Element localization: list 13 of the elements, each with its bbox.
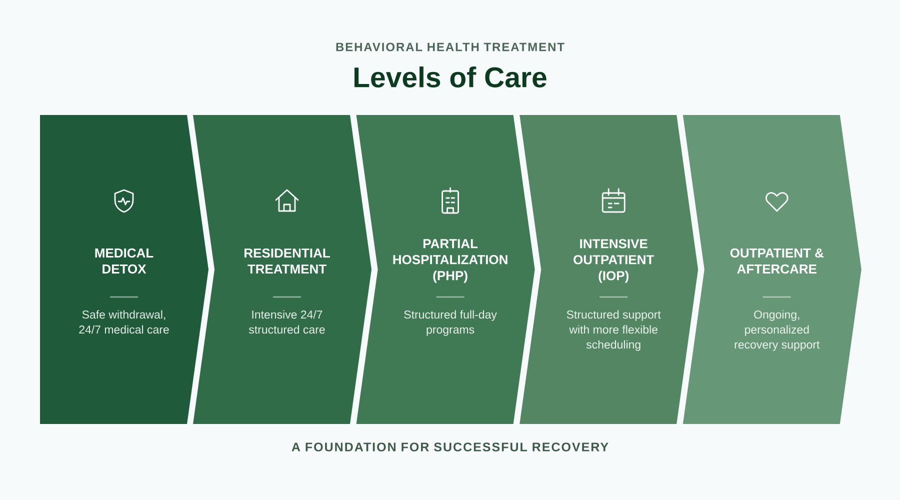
step-title: MEDICAL DETOX bbox=[95, 248, 154, 274]
step-title: PARTIAL HOSPITALIZATION (PHP) bbox=[393, 239, 508, 283]
step-description: Intensive 24/7 structured care bbox=[248, 310, 325, 334]
title: Levels of Care bbox=[354, 66, 546, 88]
step-description: Safe withdrawal, 24/7 medical care bbox=[79, 310, 169, 334]
step-title: RESIDENTIAL TREATMENT bbox=[244, 248, 330, 274]
step-title: OUTPATIENT & AFTERCARE bbox=[730, 248, 824, 274]
subtitle: BEHAVIORAL HEALTH TREATMENT bbox=[336, 42, 564, 52]
step-description: Ongoing, personalized recovery support bbox=[734, 310, 820, 351]
step-description: Structured support with more flexible scheduling bbox=[566, 310, 661, 351]
step-description: Structured full-day programs bbox=[404, 310, 497, 336]
step-title: INTENSIVE OUTPATIENT (IOP) bbox=[574, 239, 654, 283]
caption: A FOUNDATION FOR SUCCESSFUL RECOVERY bbox=[292, 442, 608, 452]
